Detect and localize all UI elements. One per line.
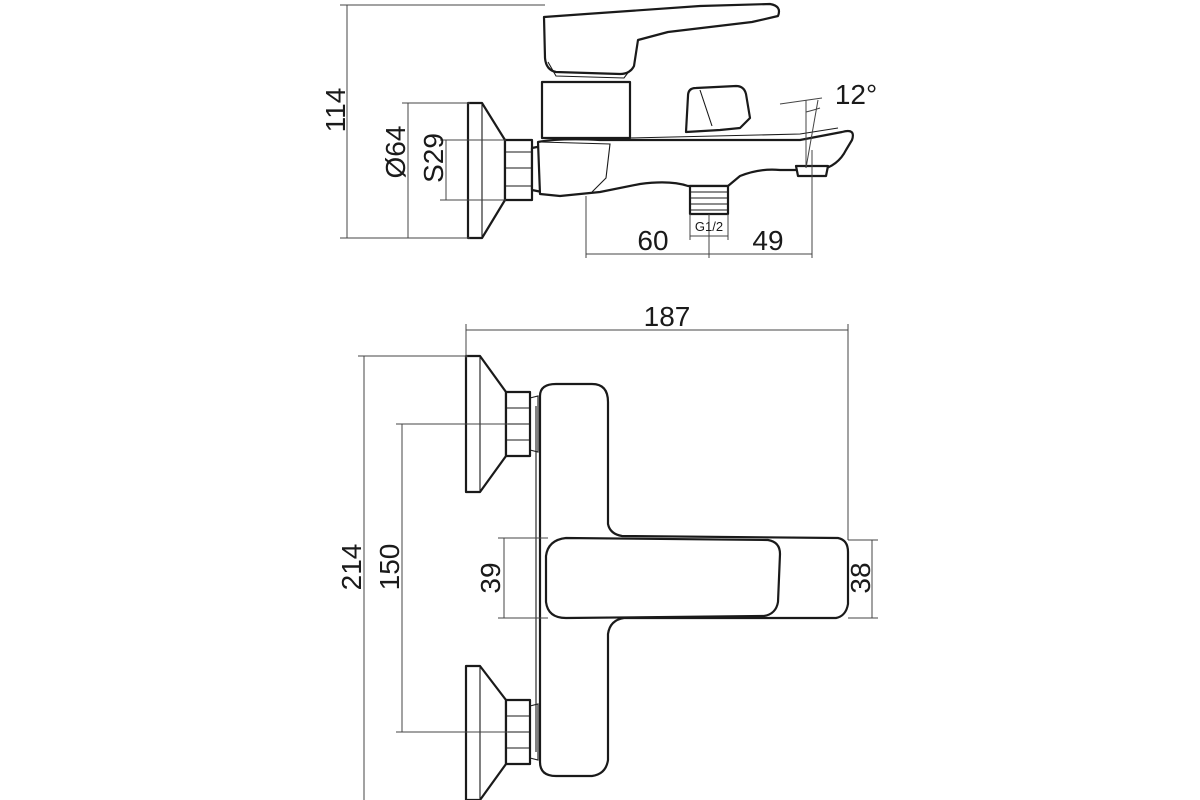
dim-spout-width: 38	[845, 562, 876, 593]
dim-total-length: 214	[336, 544, 367, 591]
dim-nut-size: S29	[418, 133, 449, 183]
side-dimension-lines	[340, 4, 823, 258]
side-diverter-knob	[684, 84, 752, 134]
side-hex-nut	[503, 138, 534, 202]
dim-spout-offset: 49	[752, 225, 783, 256]
dim-spout-angle: 12°	[835, 79, 877, 110]
dim-inlet-spacing: 150	[374, 544, 405, 591]
dim-outlet-offset: 60	[637, 225, 668, 256]
top-view: 187 214 150 39 38	[336, 301, 878, 800]
dim-outlet-thread: G1/2	[695, 219, 723, 234]
top-lower-flange	[464, 664, 508, 800]
dim-height-total: 114	[320, 88, 351, 133]
dim-handle-width: 39	[475, 562, 506, 593]
top-dimension-lines	[358, 324, 878, 800]
side-view: 114 Ø64 S29 60 G1/2 49 12°	[320, 2, 877, 258]
dim-total-width: 187	[644, 301, 691, 332]
side-wall-flange	[466, 101, 507, 240]
dim-flange-diameter: Ø64	[380, 126, 411, 179]
side-body-column	[540, 80, 632, 140]
top-lever-handle	[544, 536, 782, 620]
side-lever-handle	[542, 2, 781, 76]
